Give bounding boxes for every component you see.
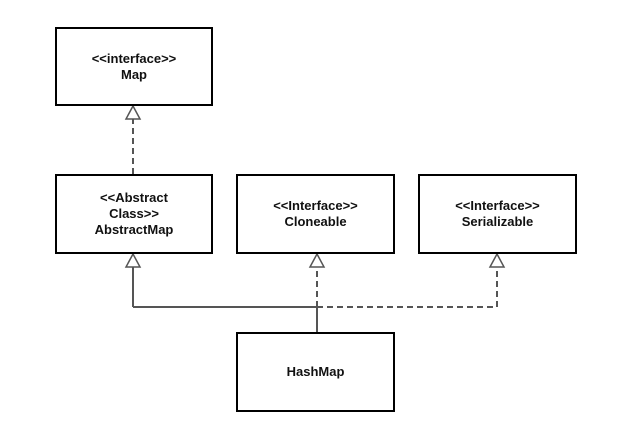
serializable-name: Serializable bbox=[461, 214, 534, 229]
map-stereotype: <<interface>> bbox=[91, 50, 177, 66]
abstractmap-stereotype-line2: Class>> bbox=[109, 206, 159, 221]
abstractmap-class-box: <<Abstract Class>> AbstractMap bbox=[55, 174, 213, 254]
map-realization-arrowhead bbox=[124, 104, 142, 120]
serializable-realization-arrowhead bbox=[488, 252, 506, 268]
hashmap-name: HashMap bbox=[286, 364, 345, 379]
abstractmap-name: AbstractMap bbox=[94, 222, 174, 237]
cloneable-stereotype: <<Interface>> bbox=[273, 198, 358, 213]
map-name: Map bbox=[121, 66, 147, 82]
map-interface-box: <<interface>> Map bbox=[55, 27, 213, 106]
cloneable-realization-arrowhead bbox=[308, 252, 326, 268]
cloneable-interface-box: <<Interface>> Cloneable bbox=[236, 174, 395, 254]
cloneable-name: Cloneable bbox=[284, 214, 347, 229]
serializable-interface-box: <<Interface>> Serializable bbox=[418, 174, 577, 254]
abstractmap-generalization-arrowhead bbox=[124, 252, 142, 268]
hashmap-class-box: HashMap bbox=[236, 332, 395, 412]
serializable-stereotype: <<Interface>> bbox=[455, 198, 540, 213]
abstractmap-stereotype-line1: <<Abstract bbox=[100, 190, 168, 205]
